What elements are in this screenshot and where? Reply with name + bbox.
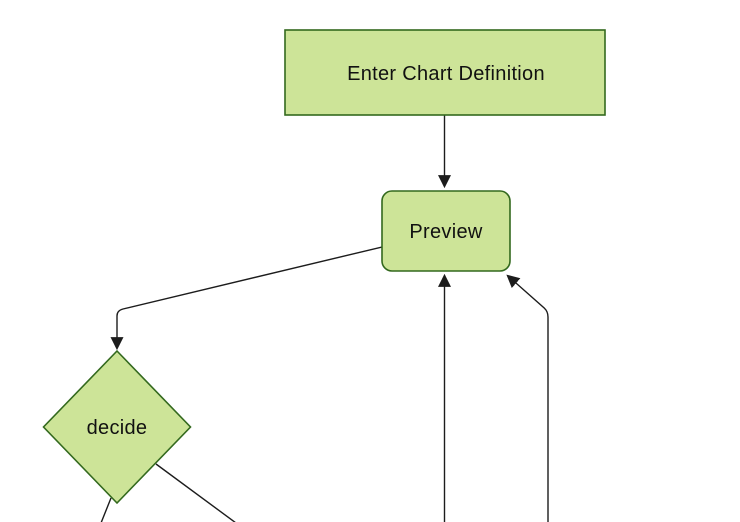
edge-decide-to-offscreen-left xyxy=(100,497,112,522)
node-preview-shape xyxy=(381,190,511,272)
edge-preview-to-decide xyxy=(110,246,383,351)
edge-bottom-right-to-preview xyxy=(506,274,549,522)
node-enter-chart-definition-label: Enter Chart Definition xyxy=(347,63,545,85)
node-preview: Preview xyxy=(381,190,511,272)
edge-decide-to-offscreen-right xyxy=(155,463,236,522)
node-enter-chart-definition: Enter Chart Definition xyxy=(284,29,606,116)
node-enter-chart-definition-shape xyxy=(284,29,606,116)
node-decide: decide xyxy=(42,349,192,505)
edge-layer xyxy=(100,115,549,522)
node-preview-label: Preview xyxy=(409,221,482,243)
node-decide-label: decide xyxy=(87,417,148,439)
node-decide-shape xyxy=(42,349,192,505)
